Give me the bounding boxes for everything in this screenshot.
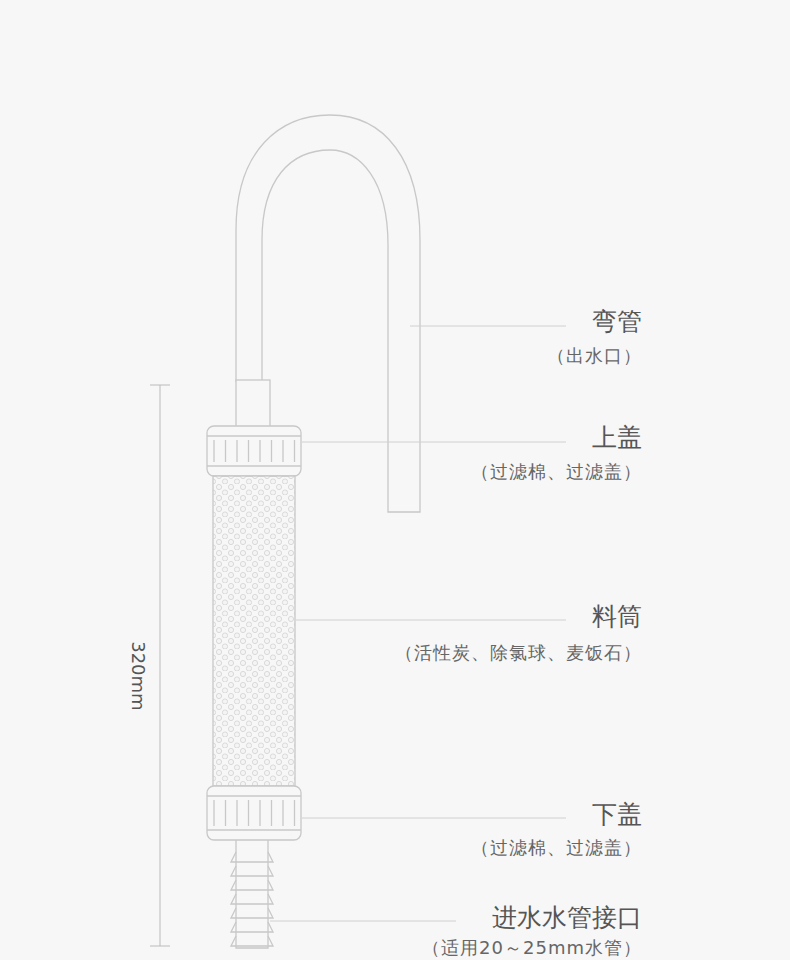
- barb-ridge: [231, 908, 273, 918]
- leader-line: [302, 442, 566, 443]
- cap-rib: [225, 800, 226, 826]
- cap-rib: [259, 800, 260, 826]
- cap-rib: [259, 440, 260, 462]
- pipe-neck: [236, 380, 270, 428]
- part-note: （过滤棉、过滤盖）: [471, 462, 642, 482]
- part-name: 下盖: [592, 801, 642, 829]
- part-name: 上盖: [592, 424, 642, 452]
- cap-rib: [213, 440, 214, 462]
- barb-ridge: [231, 894, 273, 904]
- leader-line: [302, 818, 566, 819]
- barb-ridge: [231, 922, 273, 932]
- dimension-line: [150, 385, 170, 946]
- cap-rib: [213, 800, 214, 826]
- cap-rib: [282, 800, 283, 826]
- cap-rib: [236, 440, 237, 462]
- barb-ridge: [231, 936, 273, 946]
- barb-ridge: [231, 880, 273, 890]
- part-note: （活性炭、除氯球、麦饭石）: [395, 643, 642, 663]
- cap-rib: [248, 440, 249, 462]
- cap-rib: [282, 440, 283, 462]
- cap-rib: [248, 800, 249, 826]
- cap-rib: [225, 440, 226, 462]
- leader-line: [410, 326, 566, 327]
- leader-line: [270, 921, 456, 922]
- dimension-label: 320mm: [128, 641, 148, 710]
- cap-rib: [294, 440, 295, 462]
- cap-rib: [294, 800, 295, 826]
- barb-ridge: [231, 866, 273, 876]
- cap-rib: [271, 440, 272, 462]
- part-name: 进水水管接口: [492, 904, 642, 932]
- barb-ridge: [231, 852, 273, 862]
- media-cartridge: [213, 476, 295, 786]
- lower-cap: [207, 786, 301, 840]
- leader-line: [296, 620, 566, 621]
- part-note: （出水口）: [547, 346, 642, 366]
- cap-rib: [271, 800, 272, 826]
- cap-rib: [236, 800, 237, 826]
- part-note: （适用20～25mm水管）: [422, 938, 642, 958]
- part-note: （过滤棉、过滤盖）: [471, 838, 642, 858]
- part-name: 弯管: [592, 308, 642, 336]
- part-name: 料筒: [592, 603, 642, 631]
- upper-cap: [207, 426, 301, 476]
